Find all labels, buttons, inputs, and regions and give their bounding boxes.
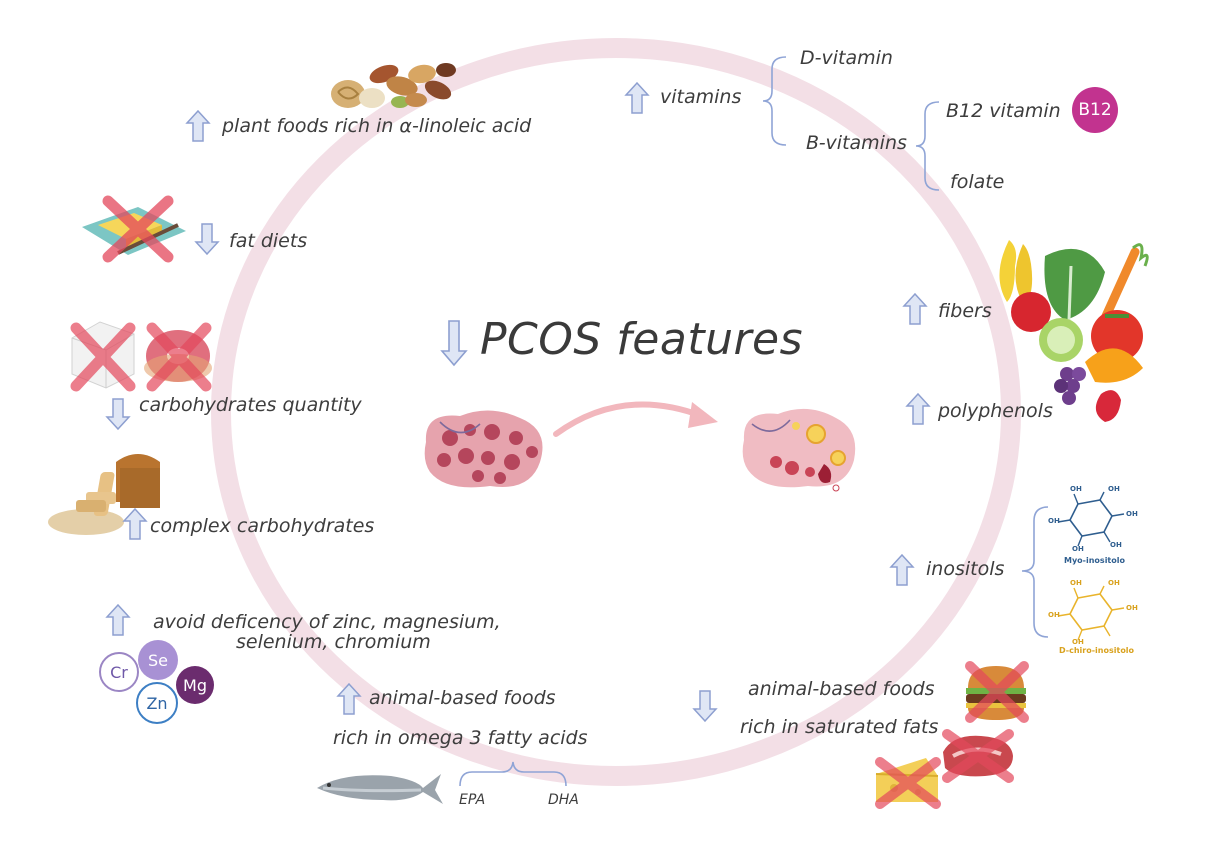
sugar-donut-icon	[70, 321, 212, 392]
d-vitamin-label: D-vitamin	[800, 47, 893, 69]
oh-label: OH	[1126, 604, 1138, 612]
up-arrow-icon	[889, 553, 915, 586]
epa-label: EPA	[459, 792, 486, 808]
polycystic-ovary-icon	[424, 410, 543, 488]
plant-foods-label: plant foods rich in α-linoleic acid	[222, 115, 532, 137]
complex-carbohydrates-label: complex carbohydrates	[150, 515, 375, 537]
oh-label: OH	[1070, 485, 1082, 493]
oh-label: OH	[1070, 579, 1082, 587]
animal-foods-omega-label: animal-based foods	[369, 687, 556, 709]
omega3-label: rich in omega 3 fatty acids	[333, 727, 588, 749]
up-arrow-icon	[185, 109, 211, 142]
inositols-label: inositols	[926, 558, 1005, 580]
page-title: PCOS features	[480, 314, 804, 365]
epa-dha-brace	[459, 761, 567, 787]
butter-icon	[82, 195, 186, 263]
bread-icon	[48, 454, 160, 535]
fat-diets-label: fat diets	[229, 230, 308, 252]
transition-arrow-icon	[553, 401, 718, 437]
oh-label: OH	[1048, 517, 1060, 525]
mineral-se: Se	[138, 640, 178, 680]
minerals-label-line2: selenium, chromium	[236, 631, 431, 653]
myo-inositol-structure	[1057, 491, 1125, 547]
folate-label: folate	[950, 171, 1005, 193]
oh-label: OH	[1048, 611, 1060, 619]
oh-label: OH	[1110, 541, 1122, 549]
oh-label: OH	[1108, 579, 1120, 587]
d-chiro-inositol-label: D-chiro-inositolo	[1059, 646, 1135, 655]
mineral-mg: Mg	[176, 666, 214, 704]
fibers-label: fibers	[938, 300, 992, 322]
down-arrow-icon	[105, 398, 131, 431]
down-arrow-icon	[692, 690, 718, 723]
up-arrow-icon	[336, 682, 362, 715]
myo-inositol-label: Myo-inositolo	[1064, 556, 1125, 565]
vitamins-label: vitamins	[660, 86, 742, 108]
oh-label: OH	[1072, 638, 1084, 646]
fruits-vegetables-icon	[999, 240, 1149, 422]
up-arrow-icon	[624, 81, 650, 114]
fish-icon	[317, 774, 443, 804]
oh-label: OH	[1126, 510, 1138, 518]
inositols-brace	[1021, 506, 1049, 638]
steak-icon	[942, 729, 1014, 783]
b12-badge: B12	[1072, 87, 1118, 133]
up-arrow-icon	[105, 603, 131, 636]
mineral-cr: Cr	[99, 652, 139, 692]
normal-ovary-icon	[742, 408, 856, 492]
mineral-zn: Zn	[136, 682, 178, 724]
up-arrow-icon	[902, 292, 928, 325]
animal-foods-saturated-label: animal-based foods	[748, 678, 935, 700]
b-vitamins-brace	[915, 101, 940, 191]
minerals-label-line1: avoid deficency of zinc, magnesium,	[153, 611, 501, 633]
saturated-fats-label: rich in saturated fats	[740, 716, 939, 738]
oh-label: OH	[1108, 485, 1120, 493]
dha-label: DHA	[548, 792, 579, 808]
oh-label: OH	[1072, 545, 1084, 553]
polyphenols-label: polyphenols	[938, 400, 1053, 422]
b12-vitamin-label: B12 vitamin	[946, 100, 1061, 122]
burger-icon	[965, 661, 1029, 723]
down-arrow-icon	[440, 320, 468, 367]
d-chiro-inositol-structure	[1057, 585, 1125, 641]
up-arrow-icon	[122, 507, 148, 540]
carbohydrates-quantity-label: carbohydrates quantity	[139, 394, 362, 416]
b-vitamins-label: B-vitamins	[806, 132, 907, 154]
down-arrow-icon	[194, 223, 220, 256]
vitamins-brace	[762, 56, 787, 146]
up-arrow-icon	[905, 392, 931, 425]
nuts-icon	[331, 63, 456, 108]
cheese-icon	[875, 757, 941, 809]
